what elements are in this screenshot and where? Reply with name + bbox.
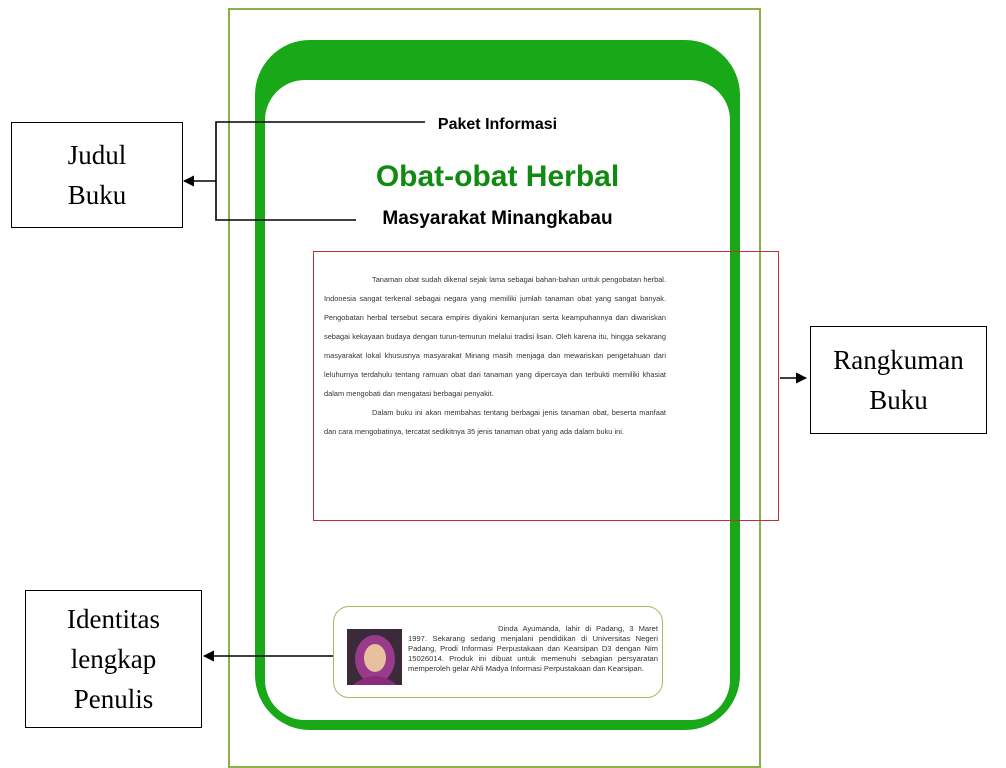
cover-subtitle: Masyarakat Minangkabau <box>382 208 613 229</box>
callout-author-line-1: Identitas <box>67 604 160 634</box>
callout-title-line-1: Judul <box>67 140 127 170</box>
callout-author-line-2: lengkap <box>70 644 157 674</box>
callout-summary-line-1: Rangkuman <box>833 345 964 375</box>
cover-summary: Tanaman obat sudah dikenal sejak lama se… <box>324 270 666 441</box>
callout-title: Judul Buku <box>11 122 183 228</box>
author-bio: Dinda Ayumanda, lahir di Padang, 3 Maret… <box>408 624 658 674</box>
author-bio-text: Dinda Ayumanda, lahir di Padang, 3 Maret… <box>408 624 658 673</box>
cover-title: Obat-obat Herbal <box>375 160 620 193</box>
callout-summary: Rangkuman Buku <box>810 326 987 434</box>
summary-highlight-box <box>313 251 779 521</box>
author-portrait-icon <box>347 629 402 685</box>
connector-title-top <box>215 121 425 221</box>
callout-author: Identitas lengkap Penulis <box>25 590 202 728</box>
summary-paragraph-2: Dalam buku ini akan membahas tentang ber… <box>324 408 666 436</box>
callout-summary-line-2: Buku <box>869 385 928 415</box>
summary-paragraph-1: Tanaman obat sudah dikenal sejak lama se… <box>324 275 666 398</box>
callout-title-line-2: Buku <box>67 180 127 210</box>
author-photo <box>347 629 402 685</box>
callout-author-line-3: Penulis <box>73 684 154 714</box>
cover-series: Paket Informasi <box>437 116 558 133</box>
connector-arrows <box>182 121 808 662</box>
